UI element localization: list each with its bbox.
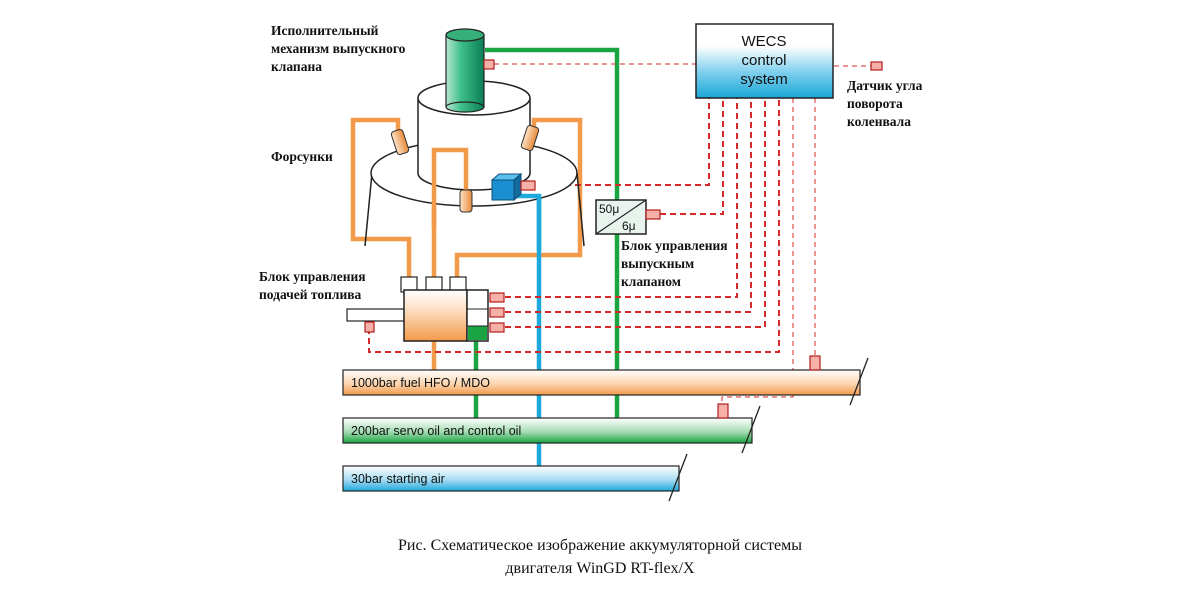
svg-text:клапана: клапана (271, 59, 322, 74)
rail-servo-oil: 200bar servo oil and control oil (342, 405, 761, 454)
rail-starting-air-label: 30bar starting air (351, 472, 445, 486)
filter-in-label: 50μ (599, 202, 619, 216)
label-actuator: Исполнительный механизм выпускного клапа… (271, 23, 406, 74)
svg-text:поворота: поворота (847, 96, 903, 111)
svg-text:механизм выпускного: механизм выпускного (271, 41, 406, 56)
sensor-lines (494, 63, 871, 404)
wecs-line-1: WECS (742, 33, 787, 50)
starting-air-valve (490, 172, 536, 202)
svg-text:клапаном: клапаном (621, 274, 681, 289)
crank-sensor-icon (870, 61, 883, 71)
svg-text:Блок управления: Блок управления (259, 269, 366, 284)
signal-lines (368, 98, 780, 353)
svg-text:выпускным: выпускным (621, 256, 694, 271)
rail-servo-oil-label: 200bar servo oil and control oil (351, 424, 521, 438)
filter-out-label: 6μ (622, 219, 636, 233)
wecs-control-box: WECS control system (695, 23, 834, 99)
fuel-pressure-sensor (809, 355, 821, 371)
caption-line-1: Рис. Схематическое изображение аккумулят… (398, 537, 802, 554)
caption-line-2: двигателя WinGD RT-flex/X (505, 560, 695, 577)
rail-starting-air: 30bar starting air (342, 453, 688, 502)
rail-fuel: 1000bar fuel HFO / MDO (342, 357, 869, 406)
label-valve-control: Блок управления выпускным клапаном (621, 238, 728, 289)
rail-fuel-label: 1000bar fuel HFO / MDO (351, 376, 490, 390)
exhaust-valve-actuator (445, 28, 495, 113)
wecs-line-2: control (741, 52, 786, 69)
fuel-control-unit (346, 276, 505, 342)
valve-control-unit: 50μ 6μ (595, 199, 661, 235)
svg-text:Исполнительный: Исполнительный (271, 23, 379, 38)
label-crank-sensor: Датчик угла поворота коленвала (847, 78, 923, 129)
svg-text:Блок управления: Блок управления (621, 238, 728, 253)
label-injectors: Форсунки (271, 149, 333, 164)
svg-text:Датчик угла: Датчик угла (847, 78, 923, 93)
label-fuel-control: Блок управления подачей топлива (259, 269, 366, 302)
injectors (390, 125, 540, 213)
wecs-line-3: system (740, 71, 788, 88)
oil-pressure-sensor (717, 403, 729, 419)
svg-text:подачей топлива: подачей топлива (259, 287, 362, 302)
svg-text:коленвала: коленвала (847, 114, 911, 129)
